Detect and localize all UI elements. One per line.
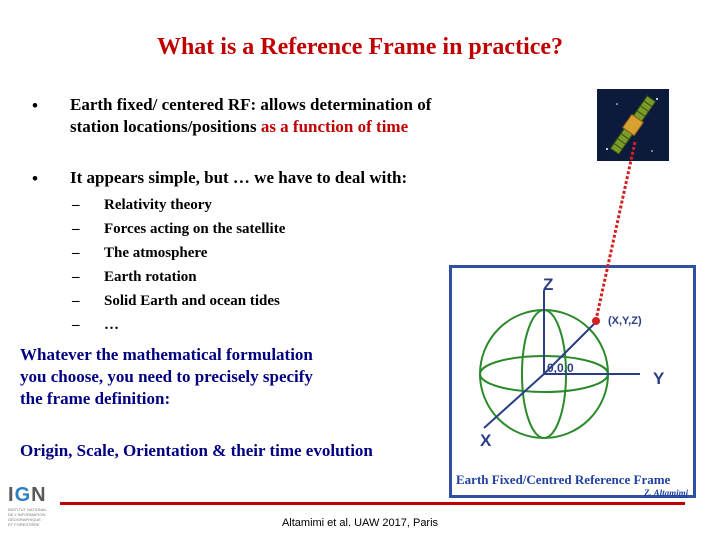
logo-letter: N [31,484,47,506]
logo-letter: G [14,484,32,506]
list-item-text: Solid Earth and ocean tides [104,293,280,309]
list-item: –… [72,313,285,337]
bullet-marker: • [32,96,38,115]
footer-divider [60,502,685,505]
logo-mark: IGN [8,484,60,507]
point-label: (X,Y,Z) [608,315,642,327]
axis-x-label: X [480,431,492,450]
list-item: – Earth rotation [72,265,285,289]
dash-marker: – [72,245,80,261]
list-item: – The atmosphere [72,241,285,265]
station-point [592,317,600,325]
bullet-appears-simple: It appears simple, but … we have to deal… [70,168,408,187]
ign-logo: IGN INSTITUT NATIONAL DE L'INFORMATION G… [8,484,60,527]
figure-caption: Earth Fixed/Centred Reference Frame [456,472,671,487]
logo-letter: I [8,484,15,506]
bullet-earth-fixed: Earth fixed/ centered RF: allows determi… [70,94,431,138]
dash-marker: – [72,197,80,213]
bullet-text: station locations/positions [70,117,261,136]
frame-definition-paragraph: Whatever the mathematical formulation yo… [20,344,313,410]
bullet-line: Earth fixed/ centered RF: allows determi… [70,95,432,114]
footer-citation: Altamimi et al. UAW 2017, Paris [281,517,439,529]
axis-z-label: Z [543,275,553,294]
dash-marker: – [72,317,80,333]
satellite-range-line [594,141,637,321]
x-axis [483,373,545,429]
sub-list: – Relativity theory – Forces acting on the… [72,193,285,337]
paragraph-line: you choose, you need to precisely specif… [20,367,313,386]
list-item-text: Relativity theory [104,197,212,213]
position-vector [543,321,597,375]
highlight-text: as a function of time [260,117,409,136]
list-item: – Forces acting on the satellite [72,217,285,241]
slide-title: What is a Reference Frame in practice? [156,34,564,60]
reference-frame-figure [449,265,696,498]
logo-subtitle-line: DE L'INFORMATION [8,512,46,517]
list-item-text: … [104,317,119,333]
dash-marker: – [72,269,80,285]
paragraph-line: Whatever the mathematical formulation [20,345,313,364]
bullet-line: station locations/positions as a functio… [70,116,431,138]
bullet-marker: • [32,169,38,188]
origin-label: 0,0,0 [547,361,574,375]
logo-subtitle-line: ET FORESTIÈRE [8,522,40,527]
list-item: – Relativity theory [72,193,285,217]
list-item-text: Earth rotation [104,269,197,285]
figure-credit: Z. Altamimi [644,488,689,498]
dash-marker: – [72,293,80,309]
list-item-text: The atmosphere [104,245,208,261]
logo-subtitle: INSTITUT NATIONAL DE L'INFORMATION GÉOGR… [8,507,60,527]
dash-marker: – [72,221,80,237]
axis-y-label: Y [653,369,665,388]
list-item: – Solid Earth and ocean tides [72,289,285,313]
summary-line: Origin, Scale, Orientation & their time … [20,441,373,460]
paragraph-line: the frame definition: [20,389,171,408]
list-item-text: Forces acting on the satellite [104,221,286,237]
satellite-image [597,89,669,161]
logo-subtitle-line: INSTITUT NATIONAL [8,507,47,512]
logo-subtitle-line: GÉOGRAPHIQUE [8,517,41,522]
